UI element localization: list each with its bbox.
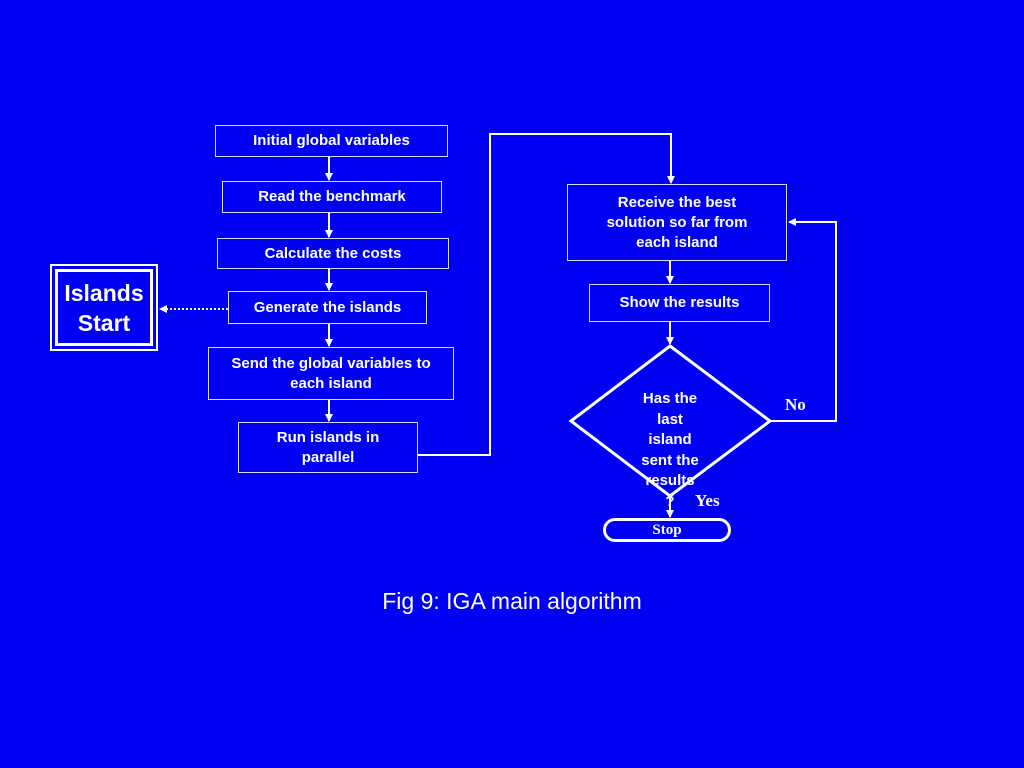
- step-read-benchmark: Read the benchmark: [222, 181, 442, 213]
- decision-label: Has the last island sent the results ?: [641, 390, 699, 510]
- figure-caption: Fig 9: IGA main algorithm: [382, 588, 642, 614]
- step-generate-islands: Generate the islands: [228, 291, 427, 324]
- decision-diamond: [568, 344, 773, 498]
- stop-terminal: Stop: [603, 518, 731, 542]
- stop-label: Stop: [652, 521, 682, 538]
- step-send-global-variables: Send the global variables to each island: [208, 347, 454, 400]
- step-receive-best-solution: Receive the best solution so far from ea…: [567, 184, 787, 261]
- edge-decision-no-receive: [770, 218, 837, 422]
- yes-label: Yes: [695, 491, 720, 510]
- islands-start-label: Islands Start: [55, 269, 153, 346]
- edge-run-receive: [418, 133, 675, 456]
- islands-start-box: Islands Start: [50, 264, 158, 351]
- step-run-islands-parallel: Run islands in parallel: [238, 422, 418, 473]
- step-calculate-costs: Calculate the costs: [217, 238, 449, 269]
- step-initial-global-variables: Initial global variables: [215, 125, 448, 157]
- step-show-results: Show the results: [589, 284, 770, 322]
- no-label: No: [785, 395, 806, 414]
